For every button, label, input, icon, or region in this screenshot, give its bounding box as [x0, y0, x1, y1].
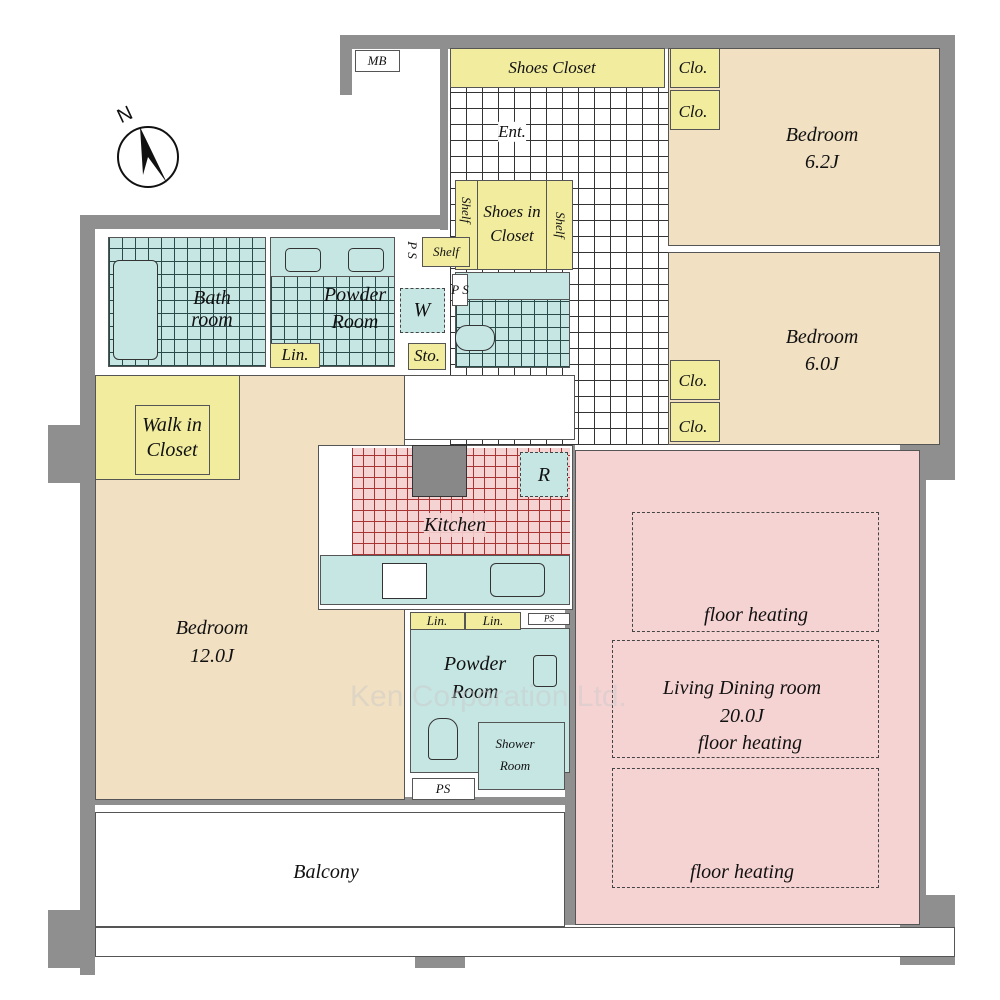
kitchen-label: Kitchen	[423, 513, 487, 537]
closet	[670, 48, 720, 88]
wall	[565, 445, 575, 925]
shower-room	[478, 722, 565, 790]
linen	[270, 343, 320, 368]
wall	[340, 35, 352, 95]
balcony-strip	[95, 927, 955, 957]
living-size: 20.0J	[720, 705, 764, 727]
bedroom-size: 6.0J	[805, 353, 839, 375]
walk-in-closet-label: Walk in	[142, 414, 202, 436]
shoes-closet	[450, 48, 665, 88]
sink-icon	[348, 248, 384, 272]
ps-box	[412, 778, 475, 800]
wall	[340, 35, 955, 49]
wall	[440, 35, 448, 230]
shoes-closet-label: Shoes Closet	[508, 57, 596, 77]
bath-label: Bath	[193, 287, 231, 309]
mb-box	[355, 50, 400, 72]
north-arrow-icon	[117, 126, 179, 188]
bath-label: room	[191, 309, 233, 331]
linen	[465, 612, 521, 630]
closet	[670, 90, 720, 130]
ps-label: PS	[435, 781, 451, 797]
bedroom-name: Bedroom	[785, 326, 859, 348]
entrance-label: Ent.	[498, 121, 526, 143]
floor-heating-label: floor heating	[690, 861, 794, 883]
shoes-in-closet-line2: Closet	[490, 225, 534, 245]
bedroom-name: Bedroom	[785, 124, 859, 146]
living-name: Living Dining room	[662, 677, 822, 699]
linen-label: Lin.	[281, 344, 309, 364]
linen-label: Lin.	[482, 613, 504, 629]
bedroom-name: Bedroom	[175, 617, 249, 639]
ps-label: P S	[404, 241, 420, 259]
vanity	[270, 237, 395, 277]
linen	[410, 612, 465, 630]
powder-room-label: Room	[331, 311, 379, 333]
bedroom-size: 6.2J	[805, 151, 839, 173]
shower-room-label: Shower	[495, 736, 535, 752]
balcony-label: Balcony	[293, 861, 359, 883]
counter	[455, 272, 570, 300]
shelf-label: Shelf	[458, 197, 474, 223]
closet	[670, 360, 720, 400]
floor-heating-label: floor heating	[704, 604, 808, 626]
sink-icon	[490, 563, 545, 597]
ps-box	[528, 613, 570, 625]
powder-room-label: Room	[451, 681, 499, 703]
refrigerator-label: R	[537, 464, 551, 486]
closet-shelf	[135, 405, 210, 475]
ps-box	[452, 274, 468, 306]
fridge-column	[412, 445, 467, 497]
shelf-label: Shelf	[552, 212, 568, 238]
ps-label: PS	[544, 613, 554, 624]
balcony	[95, 812, 565, 927]
linen-label: Lin.	[426, 613, 448, 629]
sink-icon	[285, 248, 321, 272]
shoes-in-closet	[455, 180, 573, 270]
shelf-label: Shelf	[433, 244, 459, 260]
closet-label: Clo.	[678, 101, 708, 121]
wall	[940, 35, 955, 475]
closet-label: Clo.	[678, 416, 708, 436]
wall	[95, 797, 565, 805]
column	[48, 425, 95, 483]
bedroom-size: 12.0J	[190, 645, 234, 667]
stove-icon	[382, 563, 427, 599]
walk-in-closet-label: Closet	[146, 439, 198, 461]
storage	[408, 343, 446, 370]
toilet-icon	[428, 718, 458, 760]
floor-heating-label: floor heating	[698, 732, 802, 754]
refrigerator-space	[520, 452, 568, 497]
closet	[670, 402, 720, 442]
bathtub-icon	[113, 260, 158, 360]
powder-room-label: Powder	[323, 284, 387, 306]
wall	[80, 215, 440, 229]
floor-heating-zone	[612, 768, 879, 888]
wall	[80, 215, 95, 975]
shoes-in-closet-line1: Shoes in	[483, 201, 541, 221]
column	[48, 910, 95, 968]
watermark: Ken Corporation Ltd.	[350, 680, 627, 713]
closet-label: Clo.	[678, 57, 708, 77]
ps-label: P S	[451, 282, 469, 298]
closet-label: Clo.	[678, 370, 708, 390]
powder-room-label: Powder	[443, 653, 507, 675]
shelf	[422, 237, 470, 267]
mb-label: MB	[367, 53, 387, 69]
washer-space	[400, 288, 445, 333]
sink-icon	[533, 655, 557, 687]
shower-room-label: Room	[499, 758, 531, 774]
floor-heating-zone	[632, 512, 879, 632]
washer-label: W	[413, 299, 431, 321]
storage-label: Sto.	[414, 345, 440, 365]
toilet-icon	[455, 325, 495, 351]
floor-heating-zone	[612, 640, 879, 758]
wall	[918, 475, 926, 905]
divider	[477, 180, 547, 270]
